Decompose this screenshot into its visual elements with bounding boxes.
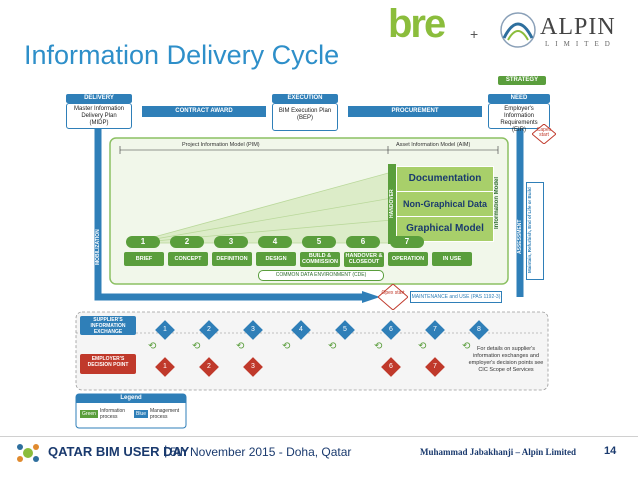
need-line-1: Employer's Information bbox=[503, 106, 534, 119]
legend-blue-desc: Management process bbox=[150, 408, 180, 420]
cycle-icon: ⟲ bbox=[374, 341, 383, 352]
plus-sign: + bbox=[470, 26, 479, 42]
diagram: DELIVERY Master Information Delivery Pla… bbox=[62, 72, 556, 432]
execution-line-1: BIM Execution Plan bbox=[278, 108, 332, 114]
details-note: For details on supplier's information ex… bbox=[468, 346, 544, 373]
exchange-number-2: 2 bbox=[207, 326, 211, 333]
phase-number-2: 2 bbox=[170, 236, 204, 248]
phase-number-6: 6 bbox=[346, 236, 380, 248]
decision-number-6: 6 bbox=[389, 363, 393, 370]
delivery-box: Master Information Delivery Plan (MIDP) bbox=[66, 103, 132, 129]
phase-number-4: 4 bbox=[258, 236, 292, 248]
procurement-arrow: PROCUREMENT bbox=[348, 106, 482, 117]
footer-date-place: 5th November 2015 - Doha, Qatar bbox=[170, 445, 352, 459]
phase-label-concept: CONCEPT bbox=[168, 252, 208, 266]
assessment-label: ASSESSMENT bbox=[517, 219, 523, 255]
need-header: NEED bbox=[488, 94, 550, 103]
cycle-icon: ⟲ bbox=[236, 341, 245, 352]
cycle-icon: ⟲ bbox=[148, 341, 157, 352]
opex-start-marker-icon bbox=[378, 284, 408, 310]
phase-number-1: 1 bbox=[126, 236, 160, 248]
need-line-3: (EIR) bbox=[512, 127, 526, 133]
page-number: 14 bbox=[604, 445, 617, 457]
handover-label: HANDOVER bbox=[389, 189, 395, 219]
phase-label-in-use: IN USE bbox=[432, 252, 472, 266]
exchange-number-1: 1 bbox=[163, 326, 167, 333]
exchange-number-6: 6 bbox=[389, 326, 393, 333]
maintenance-box: MAINTENANCE and USE (PAS 1192-3) bbox=[410, 291, 502, 303]
cycle-icon: ⟲ bbox=[282, 341, 291, 352]
mobilization-label: MOBILIZATION bbox=[95, 229, 101, 265]
delivery-header: DELIVERY bbox=[66, 94, 132, 103]
slide-title: Information Delivery Cycle bbox=[24, 40, 340, 70]
phase-label-definition: DEFINITION bbox=[212, 252, 252, 266]
delivery-line-2: Delivery Plan bbox=[81, 113, 117, 119]
decision-number-2: 2 bbox=[207, 363, 211, 370]
supplier-exchange-label: SUPPLIER'S INFORMATION EXCHANGE bbox=[80, 316, 136, 335]
non-graphical-row: Non-Graphical Data bbox=[396, 191, 494, 217]
exchange-number-8: 8 bbox=[477, 326, 481, 333]
employer-decision-label: EMPLOYER'S DECISION POINT bbox=[80, 354, 136, 374]
exchange-number-4: 4 bbox=[299, 326, 303, 333]
execution-line-2: (BEP) bbox=[296, 115, 313, 121]
decision-number-3: 3 bbox=[251, 363, 255, 370]
pim-label: Project Information Model (PIM) bbox=[182, 142, 260, 148]
exchange-number-7: 7 bbox=[433, 326, 437, 333]
aim-label: Asset Information Model (AIM) bbox=[396, 142, 471, 148]
need-line-2: Requirements bbox=[500, 120, 538, 126]
execution-box: BIM Execution Plan (BEP) bbox=[272, 103, 338, 131]
alpin-name: ALPIN bbox=[540, 14, 616, 40]
maintain-label: Maintain, Refurbish, End of Life or Buil… bbox=[527, 187, 532, 273]
cycle-icon: ⟲ bbox=[192, 341, 201, 352]
exchange-number-3: 3 bbox=[251, 326, 255, 333]
capex-start-marker-icon bbox=[532, 124, 556, 144]
phase-number-7: 7 bbox=[390, 236, 424, 248]
legend-blue-tag: Blue bbox=[134, 410, 148, 418]
documentation-row: Documentation bbox=[396, 166, 494, 192]
handover-bar: HANDOVER bbox=[388, 164, 396, 244]
need-box: Employer's Information Requirements (EIR… bbox=[488, 103, 550, 133]
phase-label-operation: OPERATION bbox=[388, 252, 428, 266]
footer-divider bbox=[0, 436, 638, 437]
phase-label-build: BUILD & COMMISSION bbox=[300, 252, 340, 267]
information-model-label: Information Model bbox=[494, 177, 500, 229]
footer-author: Muhammad Jabakhanji – Alpin Limited bbox=[420, 447, 577, 457]
qatar-bim-logo-icon bbox=[17, 444, 39, 462]
footer-separator: | bbox=[164, 443, 168, 458]
delivery-line-1: Master Information bbox=[73, 106, 125, 112]
legend-green-tag: Green bbox=[80, 410, 98, 418]
capex-start-label: Capex start bbox=[536, 127, 552, 138]
contract-award-arrow: CONTRACT AWARD bbox=[142, 106, 266, 117]
phase-label-brief: BRIEF bbox=[124, 252, 164, 266]
exchange-number-5: 5 bbox=[343, 326, 347, 333]
strategy-header: STRATEGY bbox=[498, 76, 546, 85]
footer-event: QATAR BIM USER DAY bbox=[48, 444, 190, 459]
phase-label-design: DESIGN bbox=[256, 252, 296, 266]
cde-pill: COMMON DATA ENVIRONMENT (CDE) bbox=[258, 270, 384, 281]
cycle-icon: ⟲ bbox=[328, 341, 337, 352]
alpin-logo-icon bbox=[500, 12, 536, 48]
alpin-subtitle: LIMITED bbox=[545, 40, 616, 48]
legend-green-desc: Information process bbox=[100, 408, 126, 420]
cycle-icon: ⟲ bbox=[418, 341, 427, 352]
opex-start-label: Opex start bbox=[381, 290, 405, 296]
information-model-strip: Information Model bbox=[494, 166, 506, 240]
delivery-line-3: (MIDP) bbox=[89, 120, 109, 126]
bre-logo: bre bbox=[388, 2, 446, 46]
phase-number-3: 3 bbox=[214, 236, 248, 248]
phase-label-handover: HANDOVER & CLOSEOUT bbox=[344, 252, 384, 267]
maintain-box: Maintain, Refurbish, End of Life or Buil… bbox=[526, 182, 544, 280]
decision-number-1: 1 bbox=[163, 363, 167, 370]
legend-title: Legend bbox=[76, 394, 186, 403]
execution-header: EXECUTION bbox=[272, 94, 338, 103]
phase-number-5: 5 bbox=[302, 236, 336, 248]
decision-number-7: 7 bbox=[433, 363, 437, 370]
cycle-icon: ⟲ bbox=[462, 341, 471, 352]
